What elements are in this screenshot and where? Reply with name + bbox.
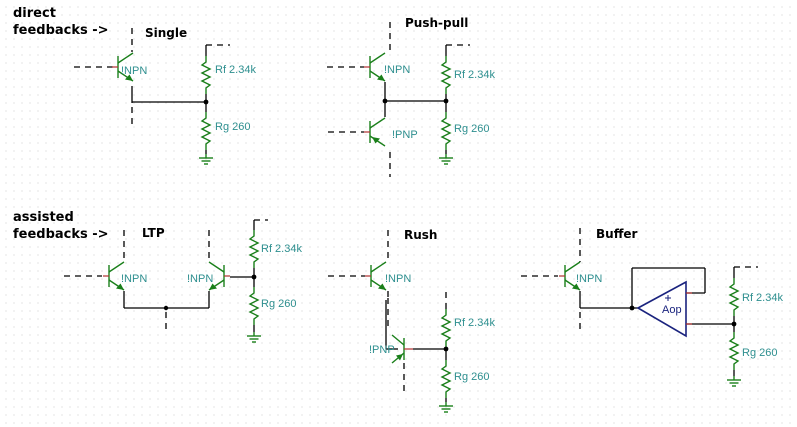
resistor-rg: [441, 359, 451, 399]
circuit-rush: !NPN !PNP Rf 2.34k Rg 260: [328, 230, 495, 413]
label-rg: Rg 260: [454, 371, 489, 383]
label-rf: Rf 2.34k: [742, 292, 783, 304]
junction-node: [163, 305, 169, 311]
resistor-rg: [729, 331, 739, 371]
label-rf: Rf 2.34k: [454, 69, 495, 81]
transistor-npn: [363, 52, 386, 82]
circuit-single: !NPN Rf 2.34k Rg 260: [74, 28, 256, 165]
label-npn-left: !NPN: [121, 273, 147, 285]
resistor-rf: [441, 308, 451, 348]
ground-symbol: [438, 401, 454, 413]
resistor-rg: [441, 111, 451, 151]
label-opamp: Aop: [662, 304, 682, 316]
direct-heading-line1: direct: [13, 6, 56, 21]
title-ltp: LTP: [142, 226, 165, 240]
assisted-heading-line2: feedbacks ->: [13, 227, 109, 242]
junction-node: [382, 98, 388, 104]
resistor-rf: [249, 229, 259, 269]
label-rg: Rg 260: [261, 298, 296, 310]
junction-node: [251, 274, 257, 280]
resistor-rg: [201, 111, 211, 151]
transistor-npn: [364, 261, 387, 291]
label-npn: !NPN: [385, 273, 411, 285]
junction-node: [443, 98, 449, 104]
circuit-buffer: Aop !NPN Rf 2.34k Rg 260: [521, 228, 783, 387]
opamp-symbol: Aop: [636, 280, 692, 338]
label-rf: Rf 2.34k: [454, 317, 495, 329]
label-rf: Rf 2.34k: [261, 243, 302, 255]
label-rg: Rg 260: [454, 123, 489, 135]
label-pnp: !PNP: [369, 344, 395, 356]
assisted-heading-line1: assisted: [13, 210, 74, 225]
resistor-rg: [249, 286, 259, 326]
label-rf: Rf 2.34k: [215, 64, 256, 76]
ground-symbol: [438, 153, 454, 165]
resistor-rf: [201, 55, 211, 95]
label-pnp: !PNP: [392, 129, 418, 141]
circuit-push-pull: !NPN !PNP Rf 2.34k Rg 260: [327, 22, 495, 177]
label-npn: !NPN: [121, 65, 147, 77]
resistor-rf: [441, 55, 451, 95]
title-push-pull: Push-pull: [405, 16, 469, 30]
ground-symbol: [198, 153, 214, 165]
ground-symbol: [726, 375, 742, 387]
assisted-feedbacks-heading: assisted feedbacks ->: [13, 209, 109, 243]
transistor-pnp: [363, 117, 386, 147]
label-npn: !NPN: [576, 273, 602, 285]
junction-node: [443, 346, 449, 352]
junction-node: [731, 321, 737, 327]
label-npn-right: !NPN: [187, 273, 213, 285]
ground-symbol: [246, 331, 262, 343]
resistor-rf: [729, 277, 739, 317]
label-npn: !NPN: [384, 64, 410, 76]
direct-heading-line2: feedbacks ->: [13, 23, 109, 38]
title-rush: Rush: [404, 228, 438, 242]
circuit-ltp: !NPN !NPN Rf 2.34k Rg 260: [64, 219, 302, 343]
label-rg: Rg 260: [215, 121, 250, 133]
direct-feedbacks-heading: direct feedbacks ->: [13, 5, 109, 39]
title-buffer: Buffer: [596, 227, 638, 241]
title-single: Single: [145, 26, 188, 40]
label-rg: Rg 260: [742, 347, 777, 359]
junction-node: [203, 99, 209, 105]
